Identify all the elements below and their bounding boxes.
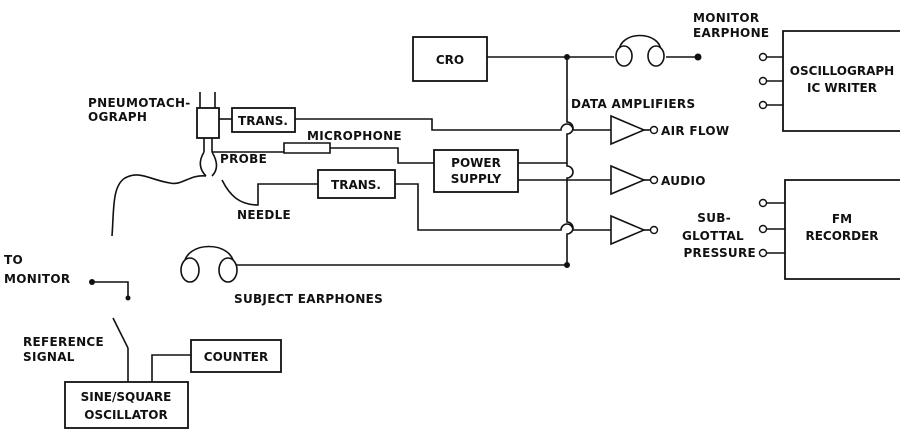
cro-label: CRO: [436, 53, 464, 67]
fm-recorder-box: FM RECORDER: [784, 179, 900, 280]
subglottal-label-line2: GLOTTAL: [682, 229, 744, 243]
power-supply-label-line1: POWER: [451, 156, 501, 170]
subject-earphones-label: SUBJECT EARPHONES: [234, 292, 383, 306]
pneumotachograph-assembly: [111, 92, 284, 237]
amplifier-subglottal: [610, 214, 659, 246]
writer-input-terminals: [758, 52, 783, 110]
monitor-terminal-dot: [89, 279, 95, 285]
subject-profile-line: [111, 174, 207, 237]
earphone-jack-dot: [694, 53, 702, 61]
subject-earphones-icon: [180, 245, 238, 283]
fm-recorder-label-line2: RECORDER: [805, 229, 878, 243]
probe-label: PROBE: [220, 152, 267, 166]
pneumotachograph-label-line2: OGRAPH: [88, 110, 147, 124]
audio-output-terminal: [649, 175, 659, 185]
transducer-mid-label: TRANS.: [331, 178, 381, 192]
oscillator-label-line2: OSCILLATOR: [84, 408, 167, 422]
monitor-earphone-label-line1: MONITOR: [693, 11, 759, 25]
oscillator-box: SINE/SQUARE OSCILLATOR: [64, 381, 189, 429]
monitor-earphone-icon: [615, 34, 665, 67]
to-monitor-label-line1: TO: [4, 253, 23, 267]
power-supply-label-line2: SUPPLY: [451, 172, 502, 186]
oscillographic-writer-box: OSCILLOGRAPH IC WRITER: [782, 30, 900, 132]
wire-to-monitor: [92, 281, 129, 298]
cro-box: CRO: [412, 36, 488, 82]
subglottal-label-line1: SUB-: [697, 211, 731, 225]
needle-label: NEEDLE: [237, 208, 291, 222]
transducer-top-box: TRANS.: [231, 107, 296, 133]
microphone-body: [283, 142, 331, 154]
power-supply-box: POWER SUPPLY: [433, 149, 519, 193]
counter-label: COUNTER: [204, 350, 268, 364]
air-flow-label: AIR FLOW: [661, 124, 729, 138]
microphone-label: MICROPHONE: [307, 129, 402, 143]
reference-switch-arm: [112, 317, 129, 349]
oscillographic-writer-label-line2: IC WRITER: [807, 81, 877, 95]
air-flow-output-terminal: [649, 125, 659, 135]
audio-label: AUDIO: [661, 174, 706, 188]
monitor-earphone-label-line2: EARPHONE: [693, 26, 769, 40]
transducer-mid-box: TRANS.: [317, 169, 396, 199]
amplifier-air-flow: [610, 114, 659, 146]
wire-microphone: [330, 147, 434, 164]
oscillator-label-line1: SINE/SQUARE: [81, 390, 172, 404]
reference-signal-label-line1: REFERENCE: [23, 335, 104, 349]
pneumotachograph-label-line1: PNEUMOTACH-: [88, 96, 191, 110]
wire-needle: [221, 179, 318, 206]
fm-recorder-label-line1: FM: [832, 212, 852, 226]
subglottal-output-terminal: [649, 225, 659, 235]
recorder-input-terminals: [758, 198, 785, 258]
oscillographic-writer-label-line1: OSCILLOGRAPH: [790, 64, 894, 78]
wire-airflow: [295, 118, 611, 131]
switch-pivot-dot: [125, 295, 131, 301]
data-amplifiers-label: DATA AMPLIFIERS: [571, 97, 695, 111]
counter-box: COUNTER: [190, 339, 282, 373]
wire-oscillator-to-counter: [151, 354, 191, 382]
wiring: [89, 53, 702, 382]
transducer-top-label: TRANS.: [238, 114, 288, 128]
reference-signal-label-line2: SIGNAL: [23, 350, 75, 364]
to-monitor-label-line2: MONITOR: [4, 272, 70, 286]
wire-cro-bus: [566, 57, 574, 265]
bus-junction-top: [564, 54, 570, 60]
amplifier-audio: [610, 164, 659, 196]
subglottal-label-line3: PRESSURE: [683, 246, 756, 260]
wire-subglottal: [395, 183, 611, 231]
